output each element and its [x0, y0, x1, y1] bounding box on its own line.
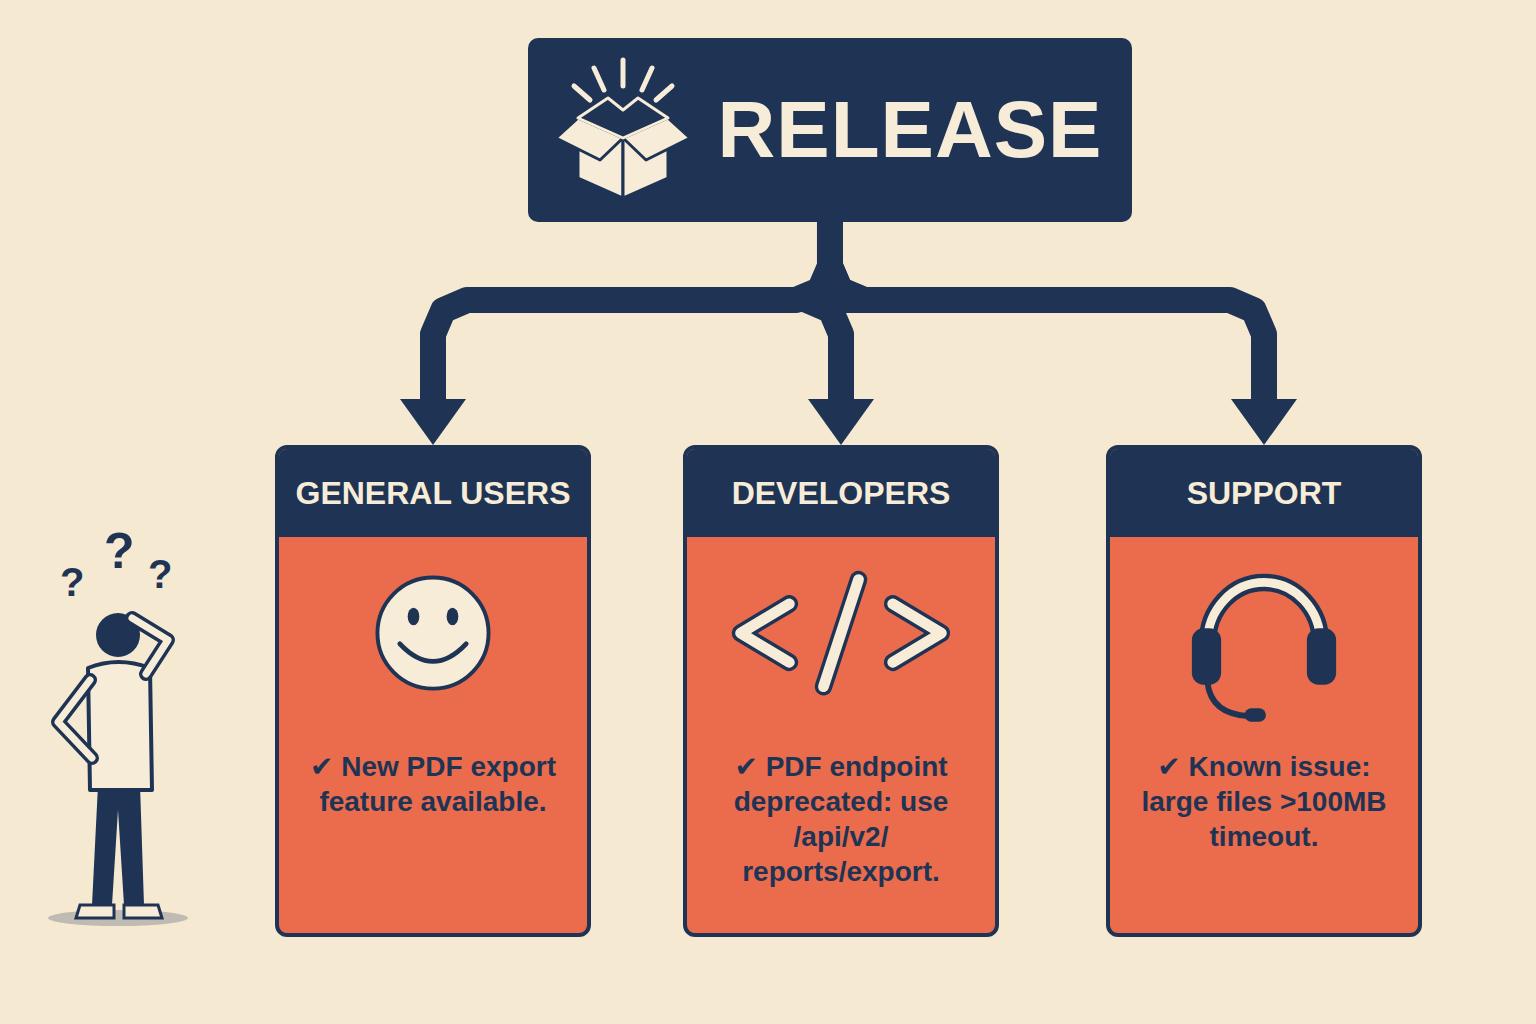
- arm-raised: [132, 618, 168, 674]
- arrow-shaft: [433, 222, 830, 401]
- card-heading: GENERAL USERS: [295, 475, 570, 512]
- arm-on-hip-fill: [58, 680, 92, 758]
- release-box: RELEASE: [528, 38, 1133, 222]
- card-heading: SUPPORT: [1187, 475, 1342, 512]
- card-heading: DEVELOPERS: [732, 475, 951, 512]
- shoes: [76, 905, 162, 918]
- arrow-head: [400, 399, 466, 445]
- card-header: DEVELOPERS: [687, 449, 995, 537]
- audience-card: GENERAL USERS ✔ New PDF export feature av…: [275, 445, 591, 937]
- legs: [92, 785, 144, 905]
- arrow-shaft: [830, 222, 1264, 401]
- question-mark: ?: [148, 552, 172, 597]
- question-mark: ?: [104, 522, 135, 580]
- card-body: ✔ PDF endpoint deprecated: use /api/v2/ …: [687, 749, 995, 889]
- question-mark: ?: [60, 560, 84, 605]
- audience-card: DEVELOPERS ✔ PDF endpoint deprecated: use…: [683, 445, 999, 937]
- box-icon: [538, 38, 708, 222]
- flow-arrow: [830, 222, 1297, 445]
- card-body: ✔ Known issue: large files >100MB timeou…: [1110, 749, 1418, 854]
- card-body: ✔ New PDF export feature available.: [279, 749, 587, 819]
- arrow-head: [1231, 399, 1297, 445]
- audience-card: SUPPORT ✔ Known issue: large files >100MB…: [1106, 445, 1422, 937]
- card-header: SUPPORT: [1110, 449, 1418, 537]
- release-title: RELEASE: [718, 84, 1103, 176]
- flow-arrow: [400, 222, 830, 445]
- arrow-head: [808, 399, 874, 445]
- arm-raised-fill: [132, 618, 168, 674]
- arm-on-hip: [58, 680, 92, 758]
- shadow: [48, 910, 188, 926]
- card-header: GENERAL USERS: [279, 449, 587, 537]
- torso: [88, 662, 152, 790]
